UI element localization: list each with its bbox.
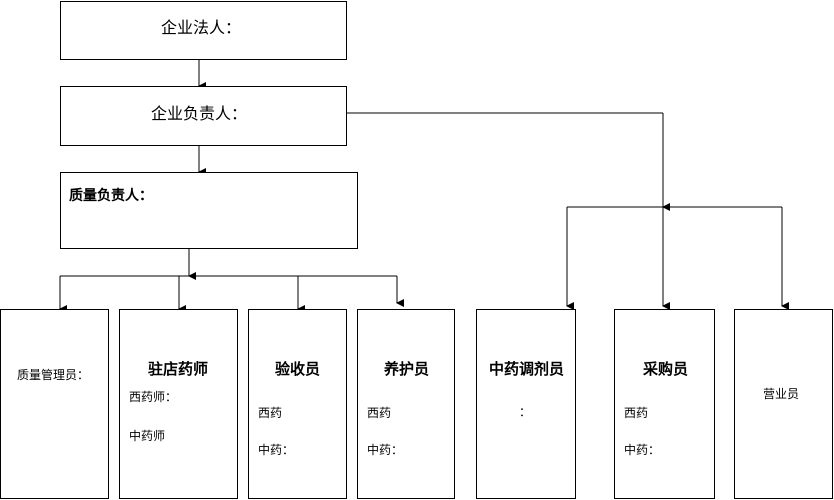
maintainer-box: 养护员 西药 中药： [357, 309, 455, 499]
quality-manager-title: 质量管理员： [17, 368, 90, 382]
purchaser-line2: 中药： [624, 443, 661, 457]
tcm-dispenser-title: 中药调剂员 [489, 360, 565, 378]
company-head-box: 企业负责人： [60, 86, 347, 146]
maintainer-line2: 中药： [367, 443, 404, 457]
tcm-dispenser-box: 中药调剂员 ： [476, 309, 576, 499]
salesperson-title: 营业员 [763, 387, 800, 401]
resident-pharmacist-title: 驻店药师 [148, 360, 209, 378]
purchaser-box: 采购员 西药 中药： [614, 309, 715, 499]
legal-person-box: 企业法人： [60, 1, 347, 60]
resident-pharmacist-box: 驻店药师 西药师： 中药师 [119, 309, 238, 499]
maintainer-line1: 西药 [367, 406, 392, 420]
resident-pharmacist-line1: 西药师： [129, 390, 178, 404]
inspector-title: 验收员 [275, 360, 321, 378]
company-head-label: 企业负责人： [151, 104, 248, 123]
legal-person-label: 企业法人： [161, 18, 242, 37]
tcm-dispenser-line1: ： [519, 405, 532, 419]
purchaser-line1: 西药 [624, 406, 649, 420]
resident-pharmacist-line2: 中药师 [129, 429, 166, 443]
quality-manager-box: 质量管理员： [0, 309, 109, 499]
salesperson-box: 营业员 [734, 309, 833, 499]
quality-head-label: 质量负责人： [69, 188, 153, 204]
purchaser-title: 采购员 [643, 360, 689, 378]
inspector-box: 验收员 西药 中药： [248, 309, 347, 499]
inspector-line1: 西药 [258, 406, 283, 420]
maintainer-title: 养护员 [384, 360, 430, 378]
quality-head-box: 质量负责人： [60, 172, 358, 249]
inspector-line2: 中药： [258, 443, 295, 457]
